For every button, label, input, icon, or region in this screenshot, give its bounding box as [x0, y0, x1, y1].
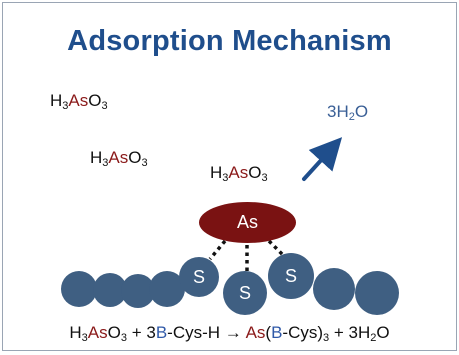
- reaction-equation: H3AsO3 + 3B-Cys-H → As(B-Cys)3 + 3H2O: [69, 323, 390, 344]
- arsenious-acid-molecule-2: H3AsO3: [90, 148, 148, 169]
- sulfur-bond-left: [208, 239, 227, 261]
- sulfur-bond-right: [267, 239, 285, 257]
- sulfur-bead-middle: S: [223, 271, 267, 315]
- release-arrow-icon: [302, 137, 343, 181]
- chain-bead: [61, 271, 97, 307]
- chain-bead: [313, 268, 355, 310]
- sulfur-bead-right: S: [268, 253, 314, 299]
- bond-and-arrow-layer: [208, 137, 343, 271]
- chain-bead: [355, 271, 399, 315]
- arsenious-acid-molecule-3: H3AsO3: [210, 163, 268, 184]
- sulfur-bead-left: S: [179, 257, 219, 297]
- arsenic-center: As: [199, 202, 296, 243]
- water-product-label: 3H2O: [327, 102, 369, 123]
- diagram-title: Adsorption Mechanism: [67, 25, 392, 57]
- arsenious-acid-molecule-1: H3AsO3: [50, 91, 108, 112]
- diagram-frame: Adsorption Mechanism H3AsO3 H3AsO3 H3AsO…: [2, 2, 457, 351]
